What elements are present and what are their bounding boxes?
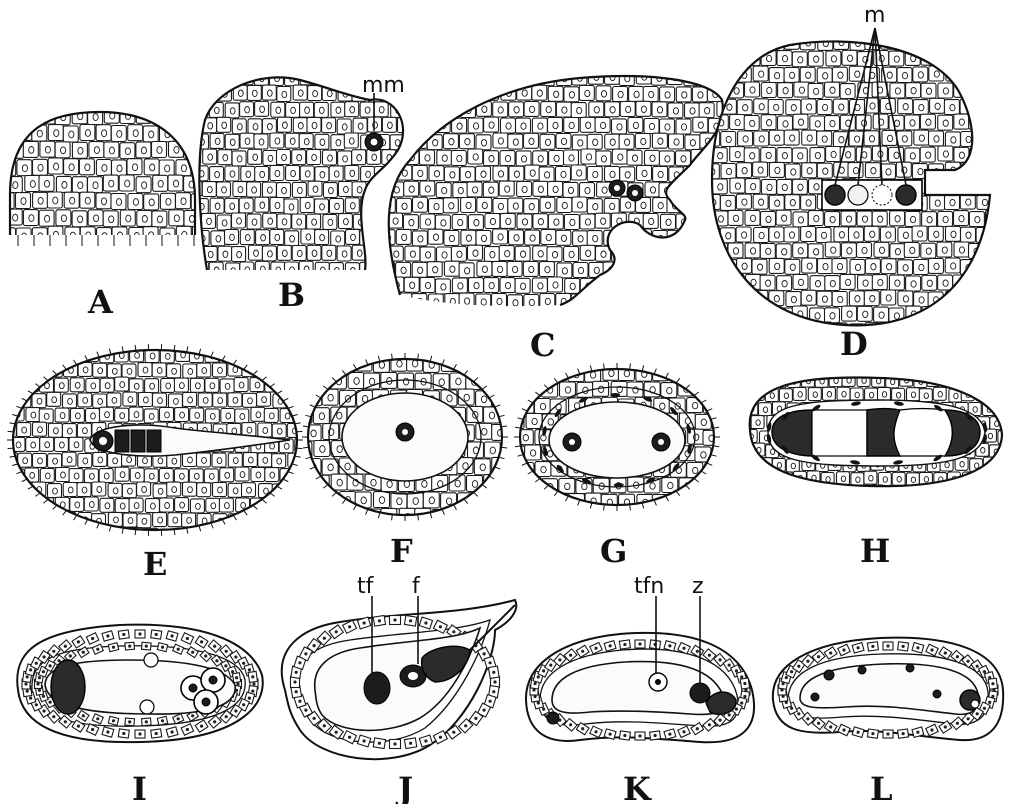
panel-i-polar-nucleus-2	[140, 700, 154, 714]
panel-a-section	[0, 107, 207, 246]
panel-a-cell-grid	[0, 107, 207, 244]
panel-a-base-ticks	[18, 235, 194, 246]
panel-d-section: m	[696, 3, 1009, 339]
panel-l-nucleus-3	[906, 664, 914, 672]
panel-b-section: mm	[187, 69, 413, 278]
panel-l-section	[773, 638, 1003, 741]
panel-i-section	[17, 625, 263, 742]
panel-l-nucleus-5	[811, 693, 819, 701]
panel-f-section	[296, 353, 517, 526]
panel-j-section: tf f	[282, 574, 517, 759]
panel-c-cell-grid	[371, 69, 740, 310]
panel-h-section	[737, 373, 1014, 500]
panel-letter-k: K	[623, 770, 652, 804]
panel-l-nucleus-4	[933, 690, 941, 698]
panel-i-polar-nucleus-1	[144, 653, 158, 667]
panel-i-antipodal-mass	[51, 660, 85, 714]
panel-letter-c: C	[530, 326, 555, 364]
panel-j-tube-nucleus	[364, 672, 390, 704]
panel-letter-l: L	[870, 770, 893, 804]
panel-e-tetrad	[93, 430, 161, 452]
panel-letter-h: H	[860, 532, 890, 570]
panel-letter-i: I	[132, 770, 147, 804]
label-f: f	[412, 574, 421, 599]
label-tfn: tfn	[634, 574, 664, 599]
panel-g-section	[508, 363, 730, 511]
panel-letter-e: E	[143, 545, 167, 583]
label-m: m	[864, 3, 885, 28]
panel-letter-d: D	[840, 325, 868, 363]
label-mm: mm	[362, 73, 405, 98]
panel-letter-f: F	[390, 532, 413, 570]
panel-c-section	[371, 69, 740, 310]
label-z: z	[692, 574, 704, 599]
panel-letter-g: G	[600, 532, 627, 570]
panel-l-nucleus-1	[824, 670, 834, 680]
panel-letter-j: J	[395, 770, 413, 804]
panel-letter-a: A	[87, 283, 114, 321]
label-tf: tf	[357, 574, 375, 599]
panel-letter-b: B	[278, 276, 305, 314]
panel-d-megaspore-tetrad	[822, 180, 922, 210]
panel-h-embryo-sac	[772, 409, 980, 457]
panel-k-section: tfn z	[526, 574, 754, 742]
panel-k-antipodal-remnant	[547, 712, 559, 724]
panel-b-mmc-nucleus	[370, 138, 378, 146]
panel-l-nucleus-2	[858, 666, 866, 674]
panel-e-section	[2, 344, 310, 543]
